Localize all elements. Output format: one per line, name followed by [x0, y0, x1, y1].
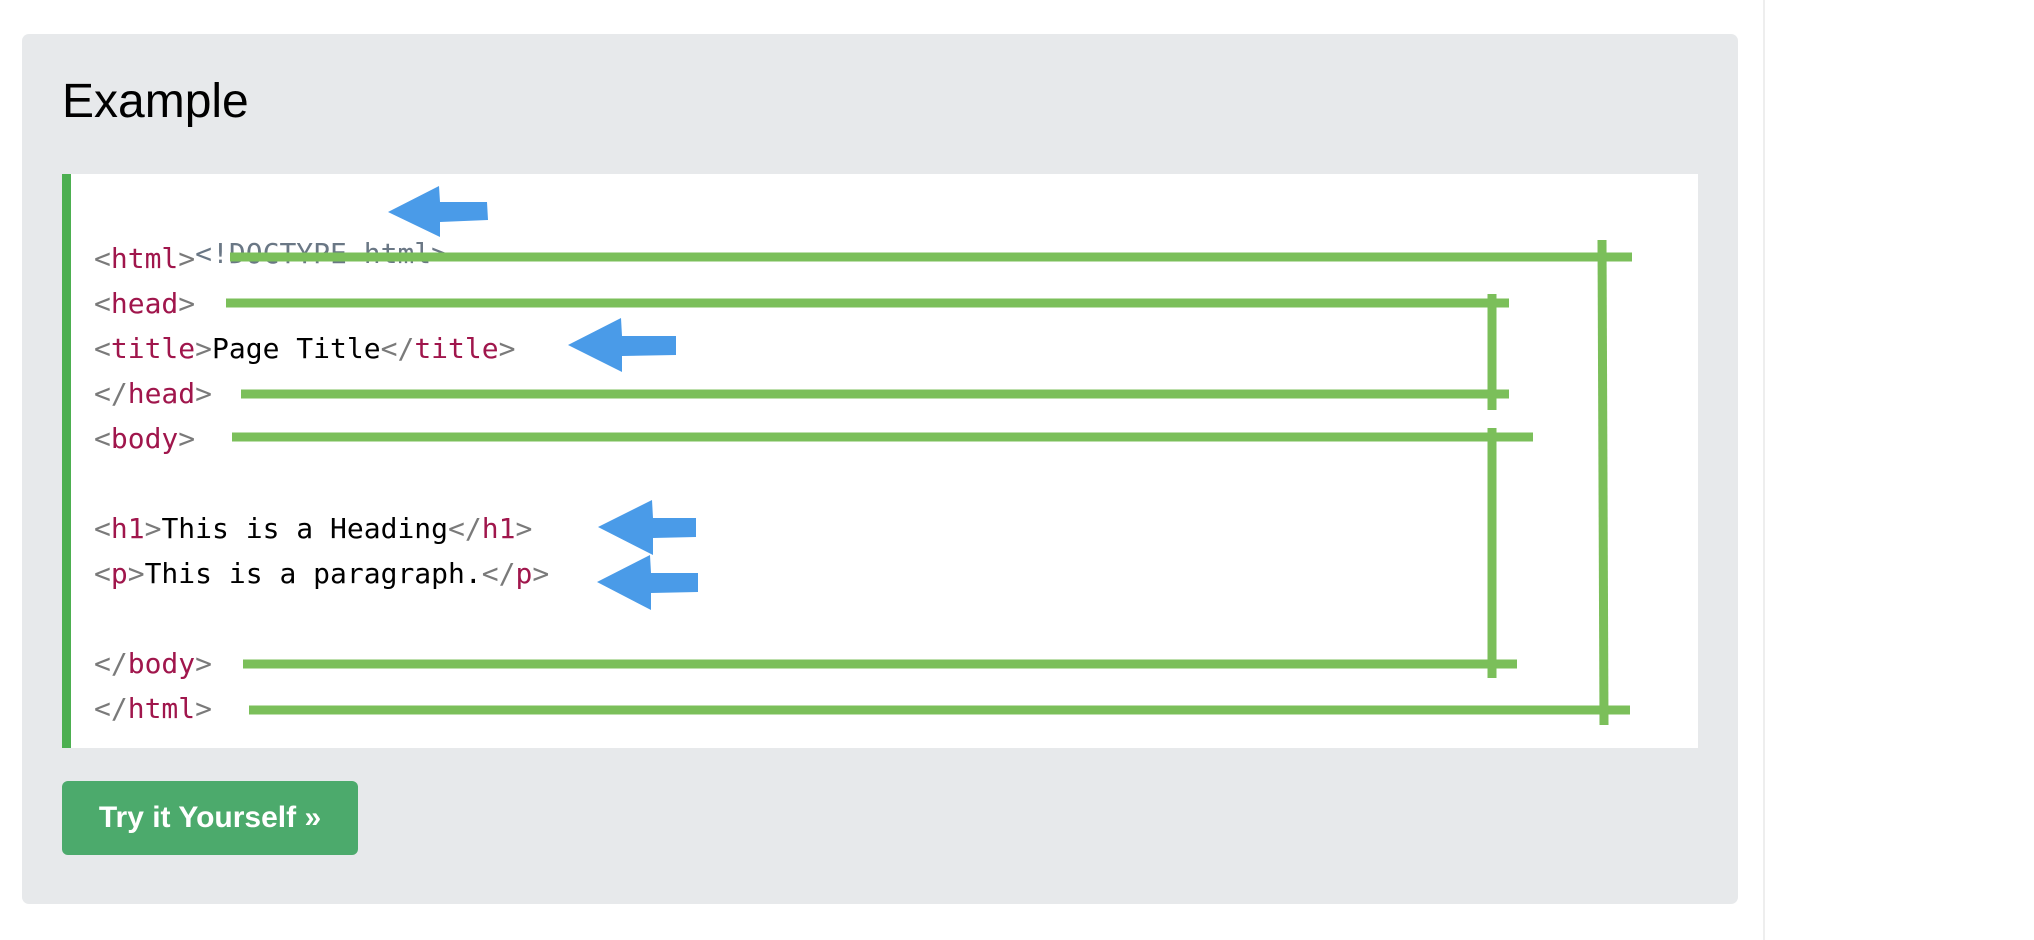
bracket: >: [195, 377, 213, 410]
example-title: Example: [62, 75, 249, 128]
bracket: <: [94, 422, 111, 455]
bracket: >: [178, 422, 196, 455]
bracket: >: [144, 512, 162, 545]
bracket: </: [380, 332, 415, 365]
code-line-doctype: <!DOCTYPE html>: [94, 194, 448, 270]
paragraph-text: This is a paragraph.: [144, 557, 482, 590]
title-text: Page Title: [212, 332, 381, 365]
bracket: >: [195, 332, 213, 365]
bracket: <: [94, 512, 111, 545]
bracket: <: [94, 557, 111, 590]
code-line-html-open: <html>: [94, 239, 195, 279]
code-line-h1: <h1>This is a Heading</h1>: [94, 509, 532, 549]
bracket: >: [532, 557, 550, 590]
code-line-html-close: </html>: [94, 689, 212, 729]
bracket: </: [448, 512, 482, 545]
bracket: </: [94, 692, 128, 725]
right-divider: [1763, 0, 1765, 940]
doctype-text: <!DOCTYPE html>: [195, 237, 449, 270]
tag-name: p: [515, 557, 533, 590]
bracket: >: [498, 332, 516, 365]
tag-name: body: [110, 422, 179, 455]
code-line-head-close: </head>: [94, 374, 212, 414]
bracket: >: [178, 242, 196, 275]
bracket: <: [94, 242, 111, 275]
code-line-head-open: <head>: [94, 284, 195, 324]
code-block: <!DOCTYPE html> <html> <head> <title>Pag…: [62, 174, 1698, 748]
bracket: <: [94, 287, 111, 320]
bracket: >: [195, 692, 213, 725]
code-line-body-open: <body>: [94, 419, 195, 459]
tag-name: body: [127, 647, 196, 680]
tag-name: h1: [481, 512, 516, 545]
bracket: >: [127, 557, 145, 590]
tag-name: p: [110, 557, 128, 590]
bracket: >: [178, 287, 196, 320]
example-panel: Example <!DOCTYPE html> <html> <head> <t…: [22, 34, 1738, 904]
bracket: >: [195, 647, 213, 680]
code-line-body-close: </body>: [94, 644, 212, 684]
heading-text: This is a Heading: [161, 512, 449, 545]
bracket: <: [94, 332, 111, 365]
tag-name: head: [110, 287, 179, 320]
try-it-yourself-button[interactable]: Try it Yourself »: [62, 781, 358, 855]
tag-name: html: [127, 692, 196, 725]
tag-name: head: [127, 377, 196, 410]
code-line-p: <p>This is a paragraph.</p>: [94, 554, 549, 594]
tag-name: title: [414, 332, 499, 365]
tag-name: title: [110, 332, 196, 365]
bracket: </: [481, 557, 516, 590]
bracket: </: [94, 647, 128, 680]
bracket: >: [515, 512, 533, 545]
code-line-title: <title>Page Title</title>: [94, 329, 515, 369]
bracket: </: [94, 377, 128, 410]
tag-name: h1: [110, 512, 145, 545]
tag-name: html: [110, 242, 179, 275]
